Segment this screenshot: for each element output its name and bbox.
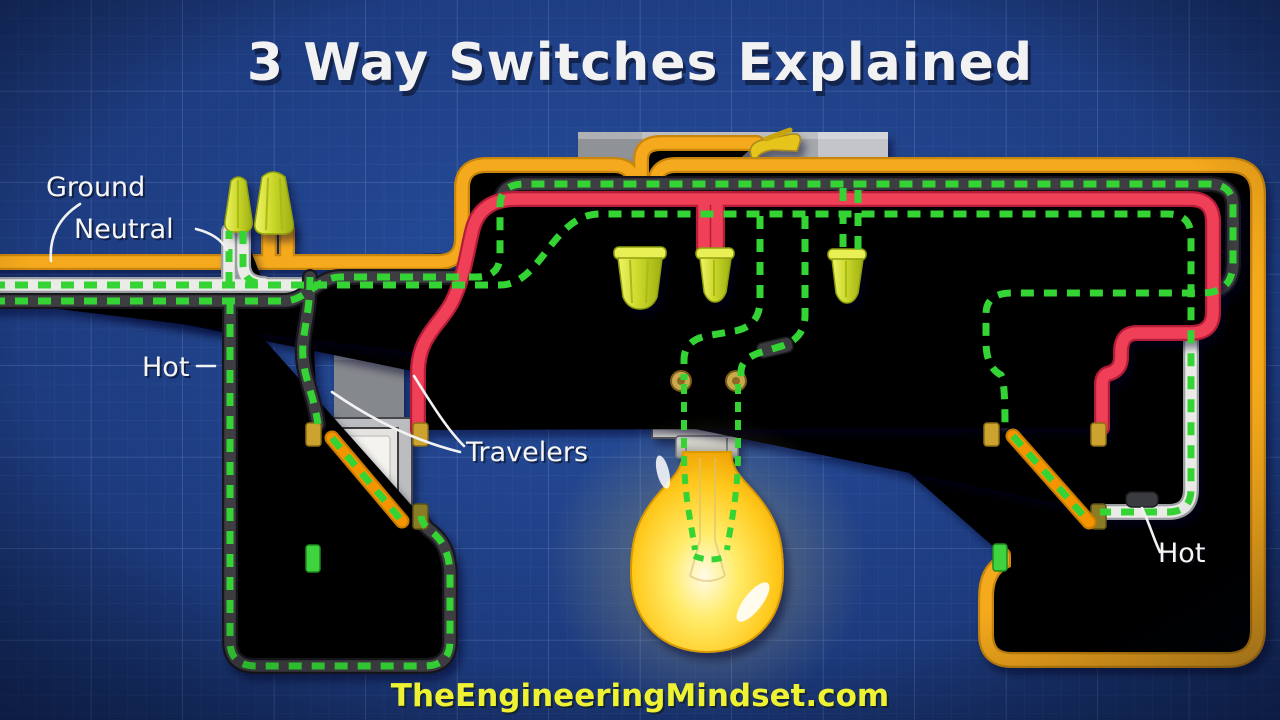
travelers-leader xyxy=(330,390,462,454)
hot-right-leader xyxy=(1140,506,1162,554)
title-text: 3 Way Switches Explained xyxy=(247,33,1033,93)
leader-lines xyxy=(49,202,1162,554)
page-title: 3 Way Switches Explained 3 Way Switches … xyxy=(247,33,1036,98)
label-neutral: Neutral xyxy=(74,214,174,245)
label-hot-left: Hot xyxy=(142,352,189,383)
neutral-leader xyxy=(194,227,229,252)
label-travelers: Travelers xyxy=(465,437,588,468)
ground-leader xyxy=(49,202,82,263)
wire-labels: Ground Ground Neutral Neutral Hot Hot Tr… xyxy=(46,172,1207,571)
label-ground: Ground xyxy=(46,172,145,203)
label-hot-right: Hot xyxy=(1158,538,1205,569)
watermark: TheEngineeringMindset.com TheEngineering… xyxy=(391,678,891,716)
watermark-text: TheEngineeringMindset.com xyxy=(391,678,889,714)
travelers-leader xyxy=(412,374,466,448)
svg-text:Neutral: Neutral xyxy=(76,216,176,247)
title-shadow: 3 Way Switches Explained xyxy=(250,38,1036,98)
svg-text:TheEngineeringMindset.com: TheEngineeringMindset.com xyxy=(393,680,891,716)
svg-text:Hot: Hot xyxy=(144,354,191,385)
svg-text:Ground: Ground xyxy=(48,174,147,205)
svg-text:Travelers: Travelers xyxy=(467,439,590,470)
svg-text:Hot: Hot xyxy=(1160,540,1207,571)
